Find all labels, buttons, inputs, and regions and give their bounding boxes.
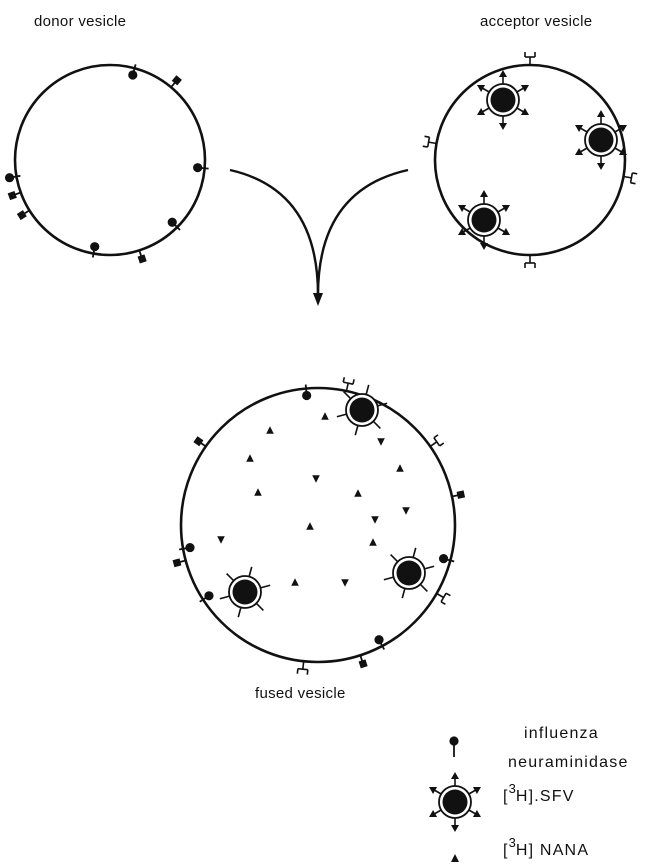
lollipop-dot-icon — [302, 384, 312, 401]
legend-nana-icon — [451, 854, 459, 862]
lollipop-dot-icon — [374, 635, 385, 650]
triangle-icon — [341, 579, 349, 587]
sfv-particle-icon — [429, 772, 481, 832]
legend-neuraminidase-label-line2: neuraminidase — [508, 754, 629, 771]
fork-receptor-icon — [623, 172, 638, 185]
square-spike-icon — [193, 436, 207, 448]
acceptor-vesicle-label: acceptor vesicle — [480, 13, 593, 30]
fork-receptor-icon — [422, 135, 437, 148]
triangle-icon — [354, 489, 362, 497]
lollipop-dot-icon — [167, 217, 181, 231]
fusion-arrow — [229, 168, 409, 306]
triangle-icon — [402, 507, 410, 515]
acceptor-vesicle — [422, 52, 638, 268]
sfv-particle-icon — [383, 547, 435, 599]
fork-receptor-icon — [524, 255, 536, 268]
lollipop-dot-icon — [199, 591, 214, 603]
fusion-arrow-left-curve — [229, 168, 320, 296]
lollipop-dot-icon — [128, 64, 138, 80]
donor-vesicle-label: donor vesicle — [34, 13, 127, 30]
fork-receptor-icon — [524, 52, 536, 65]
donor-vesicle-markers — [4, 64, 209, 264]
fork-receptor-icon — [342, 377, 355, 392]
square-spike-icon — [358, 655, 368, 669]
fused-vesicle-nana-contents — [217, 412, 410, 587]
fusion-arrow-right-curve — [316, 168, 409, 296]
sfv-particle-icon — [458, 190, 510, 250]
sfv-particle-icon — [575, 110, 627, 170]
triangle-icon — [377, 438, 385, 446]
triangle-icon — [246, 454, 254, 462]
square-spike-icon — [172, 558, 186, 568]
square-spike-icon — [170, 75, 182, 88]
donor-vesicle-membrane — [13, 63, 207, 257]
triangle-icon — [369, 538, 377, 546]
triangle-icon — [291, 578, 299, 586]
donor-vesicle — [4, 63, 209, 264]
square-spike-icon — [7, 190, 22, 201]
legend-nana-superscript: 3 — [508, 835, 516, 850]
triangle-icon — [266, 426, 274, 434]
triangle-icon — [254, 488, 262, 496]
fusion-arrow-head — [313, 293, 323, 306]
triangle-icon — [396, 464, 404, 472]
legend-sfv-bracket: [ — [503, 788, 509, 805]
fork-receptor-icon — [296, 661, 309, 675]
legend-sfv-superscript: 3 — [508, 781, 516, 796]
fork-receptor-icon — [429, 434, 445, 448]
legend-icons — [429, 736, 481, 862]
sfv-particle-icon — [336, 384, 388, 436]
sfv-particle-icon — [477, 70, 529, 130]
legend-nana-label: [3H] NANA — [503, 835, 590, 860]
legend-neuraminidase-label-line1: influenza — [524, 725, 599, 742]
legend-neuraminidase-icon — [449, 736, 459, 757]
legend-sfv-label: [3H].SFV — [503, 781, 575, 806]
lollipop-dot-icon — [193, 163, 209, 173]
fork-receptor-icon — [436, 592, 451, 606]
lollipop-dot-icon — [90, 242, 100, 258]
legend-nana-bracket: [ — [503, 842, 509, 859]
triangle-icon — [371, 516, 379, 524]
fused-vesicle — [172, 377, 466, 675]
square-spike-icon — [137, 250, 147, 264]
acceptor-vesicle-membrane — [433, 63, 627, 257]
square-spike-icon — [16, 209, 30, 221]
triangle-icon — [306, 522, 314, 530]
square-spike-icon — [451, 490, 466, 499]
fused-vesicle-label: fused vesicle — [255, 685, 346, 702]
lollipop-dot-icon — [4, 173, 21, 183]
triangle-icon — [217, 536, 225, 544]
triangle-icon — [312, 475, 320, 483]
legend-sfv-text: H].SFV — [515, 788, 575, 805]
fused-vesicle-membrane — [179, 386, 457, 664]
lollipop-dot-icon — [438, 554, 455, 564]
triangle-icon — [321, 412, 329, 420]
lollipop-dot-icon — [178, 542, 195, 553]
acceptor-vesicle-markers — [422, 52, 638, 268]
fused-vesicle-markers — [172, 377, 466, 675]
legend-nana-text: H] NANA — [515, 842, 590, 859]
sfv-particle-icon — [219, 566, 271, 618]
